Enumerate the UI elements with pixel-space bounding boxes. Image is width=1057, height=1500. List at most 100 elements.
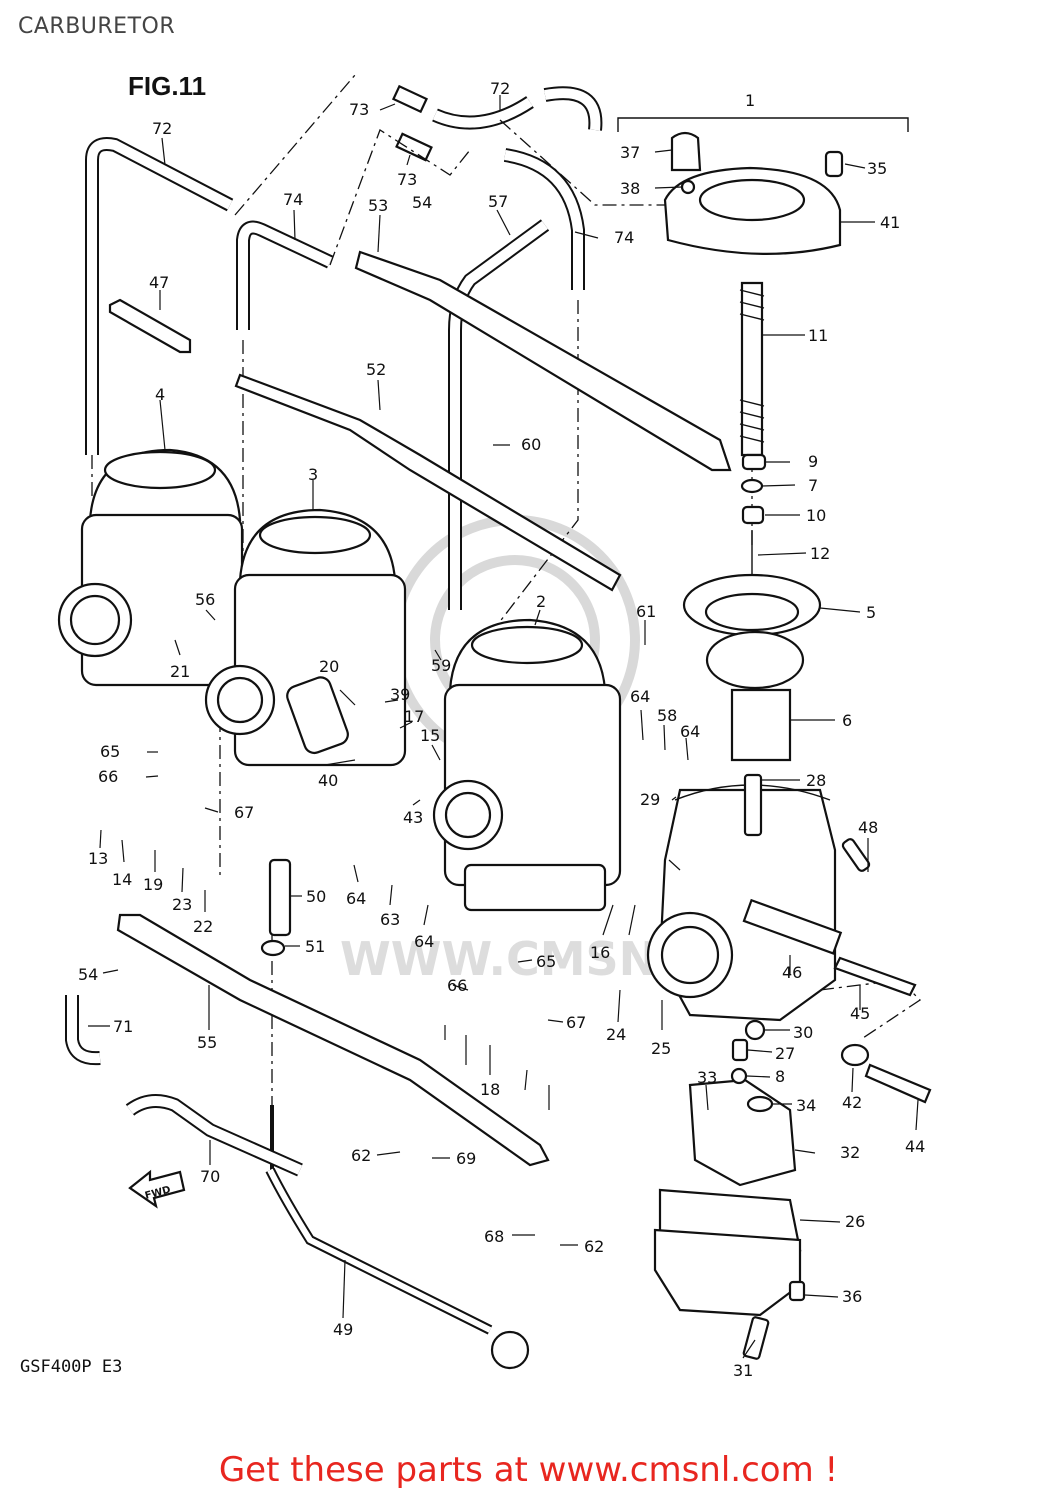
spring-50 bbox=[268, 858, 292, 937]
part-label-67b: 67 bbox=[566, 1013, 586, 1032]
part-label-53: 53 bbox=[368, 196, 388, 215]
part-label-42: 42 bbox=[842, 1093, 862, 1112]
ring-10 bbox=[741, 505, 765, 525]
part-label-38: 38 bbox=[620, 179, 640, 198]
part-label-11: 11 bbox=[808, 326, 828, 345]
part-label-18: 18 bbox=[480, 1080, 500, 1099]
part-label-49: 49 bbox=[333, 1320, 353, 1339]
hose-72-top-inner bbox=[432, 97, 533, 128]
part-label-40: 40 bbox=[318, 771, 338, 790]
part-label-64b: 64 bbox=[414, 932, 434, 951]
hose-70-inner bbox=[127, 1096, 303, 1175]
part-label-41: 41 bbox=[880, 213, 900, 232]
part-label-60: 60 bbox=[521, 435, 541, 454]
knob-49 bbox=[490, 1330, 530, 1370]
top-cap-41 bbox=[663, 166, 842, 255]
part-label-33: 33 bbox=[697, 1068, 717, 1087]
part-label-9: 9 bbox=[808, 452, 818, 471]
part-label-52: 52 bbox=[366, 360, 386, 379]
part-label-64: 64 bbox=[346, 889, 366, 908]
hose-74-left-inner bbox=[238, 222, 333, 330]
part-label-46: 46 bbox=[782, 963, 802, 982]
part-label-64c: 64 bbox=[630, 687, 650, 706]
jet-8 bbox=[730, 1067, 748, 1085]
carburetor-2 bbox=[432, 618, 622, 912]
diaphragm-5 bbox=[682, 573, 822, 637]
washer-7 bbox=[740, 478, 764, 494]
part-label-44: 44 bbox=[905, 1137, 925, 1156]
part-label-73b: 73 bbox=[397, 170, 417, 189]
part-label-15: 15 bbox=[420, 726, 440, 745]
part-label-25: 25 bbox=[651, 1039, 671, 1058]
part-label-61: 61 bbox=[636, 602, 656, 621]
part-label-13: 13 bbox=[88, 849, 108, 868]
assembly-bracket bbox=[617, 117, 909, 132]
spring-11-coils bbox=[739, 289, 765, 443]
cable-49-body bbox=[265, 1167, 493, 1335]
ring-34 bbox=[746, 1095, 774, 1113]
part-label-8: 8 bbox=[775, 1067, 785, 1086]
part-label-43: 43 bbox=[403, 808, 423, 827]
cable-49-inner bbox=[267, 1168, 492, 1333]
part-label-28: 28 bbox=[806, 771, 826, 790]
part-label-4: 4 bbox=[155, 385, 165, 404]
part-label-63: 63 bbox=[380, 910, 400, 929]
clip-38 bbox=[680, 179, 696, 195]
screw-48 bbox=[841, 838, 871, 872]
part-30 bbox=[744, 1019, 766, 1041]
bracket-53 bbox=[354, 250, 732, 472]
part-label-50: 50 bbox=[306, 887, 326, 906]
part-label-64d: 64 bbox=[680, 722, 700, 741]
part-label-16: 16 bbox=[590, 943, 610, 962]
part-label-26: 26 bbox=[845, 1212, 865, 1231]
part-label-45: 45 bbox=[850, 1004, 870, 1023]
link-line bbox=[499, 119, 690, 206]
part-label-21: 21 bbox=[170, 662, 190, 681]
figure-label: FIG.11 bbox=[128, 71, 206, 101]
part-label-54b: 54 bbox=[78, 965, 98, 984]
float-32 bbox=[688, 1078, 797, 1187]
part-label-72: 72 bbox=[152, 119, 172, 138]
part-label-59: 59 bbox=[431, 656, 451, 675]
leader-lines bbox=[88, 95, 919, 1359]
part-label-2: 2 bbox=[536, 592, 546, 611]
part-label-47: 47 bbox=[149, 273, 169, 292]
forward-arrow-icon: FWD bbox=[128, 1169, 186, 1209]
page-title: CARBURETOR bbox=[18, 14, 176, 39]
part-label-69: 69 bbox=[456, 1149, 476, 1168]
screw-36 bbox=[788, 1280, 806, 1302]
part-label-57: 57 bbox=[488, 192, 508, 211]
part-label-36: 36 bbox=[842, 1287, 862, 1306]
part-label-66b: 66 bbox=[447, 976, 467, 995]
part-label-73: 73 bbox=[349, 100, 369, 119]
part-label-7: 7 bbox=[808, 476, 818, 495]
link-line bbox=[234, 74, 356, 216]
part-label-51: 51 bbox=[305, 937, 325, 956]
screw-35 bbox=[824, 150, 844, 178]
part-label-34: 34 bbox=[796, 1096, 816, 1115]
part-label-14: 14 bbox=[112, 870, 132, 889]
cap-37 bbox=[670, 131, 702, 172]
part-label-12: 12 bbox=[810, 544, 830, 563]
part-label-39: 39 bbox=[390, 685, 410, 704]
hose-72-left-inner bbox=[87, 139, 233, 455]
carburetor-4 bbox=[57, 448, 244, 687]
part-label-5: 5 bbox=[866, 603, 876, 622]
part-label-3: 3 bbox=[308, 465, 318, 484]
carburetor-3 bbox=[204, 508, 407, 767]
pipe-73-lower bbox=[395, 132, 433, 162]
part-label-62: 62 bbox=[351, 1146, 371, 1165]
part-label-23: 23 bbox=[172, 895, 192, 914]
part-label-72b: 72 bbox=[490, 79, 510, 98]
link-line bbox=[329, 129, 471, 266]
part-label-65: 65 bbox=[100, 742, 120, 761]
piston-6 bbox=[705, 630, 805, 762]
part-label-48: 48 bbox=[858, 818, 878, 837]
clamp-47 bbox=[108, 298, 192, 354]
cta-link[interactable]: Get these parts at www.cmsnl.com ! bbox=[218, 1450, 839, 1490]
part-label-70: 70 bbox=[200, 1167, 220, 1186]
jet-28 bbox=[743, 773, 763, 837]
part-label-56: 56 bbox=[195, 590, 215, 609]
hose-74-right-inner bbox=[504, 150, 583, 290]
part-label-74: 74 bbox=[283, 190, 303, 209]
